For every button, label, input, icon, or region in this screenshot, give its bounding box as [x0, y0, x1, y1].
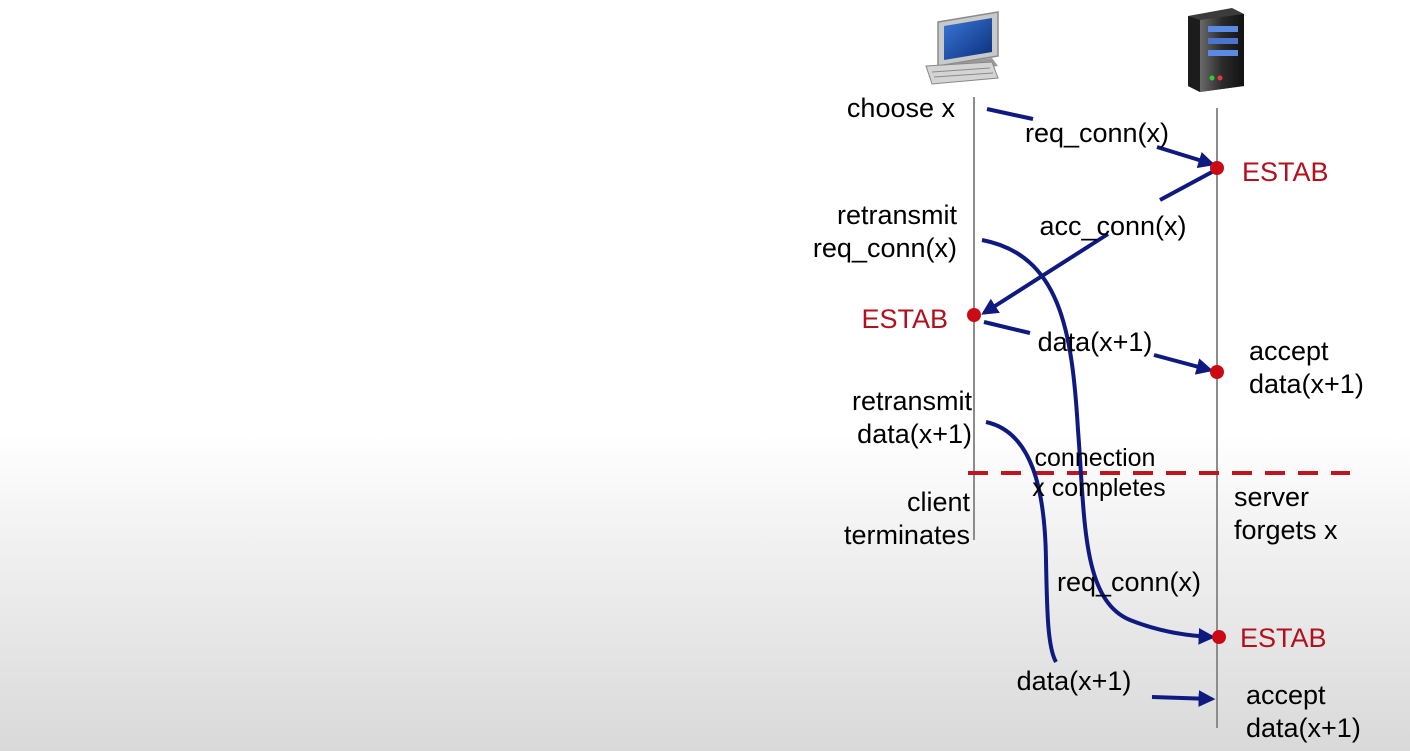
acc-conn-label: acc_conn(x) — [1039, 211, 1186, 241]
client-estab-dot — [967, 308, 981, 322]
choose-label: choose x — [847, 93, 956, 123]
server-accept-again-line1: accept — [1246, 680, 1326, 710]
connection-completes-line1: connection — [1035, 444, 1156, 472]
retransmit-req-label-line2: req_conn(x) — [813, 233, 957, 263]
server-accept-again-line2: data(x+1) — [1246, 713, 1361, 743]
retransmitted-req-conn-arrow — [981, 238, 1216, 645]
server-tower-icon — [1188, 8, 1244, 92]
server-accept-dot — [1210, 365, 1224, 379]
server-accept-line1: accept — [1249, 336, 1329, 366]
req-conn-arrow — [986, 107, 1212, 164]
acc-conn-arrow — [984, 170, 1213, 313]
client-terminates-line2: terminates — [844, 520, 970, 550]
server-forgets-line1: server — [1234, 482, 1309, 512]
req-conn-label: req_conn(x) — [1025, 118, 1169, 148]
data-arrow — [983, 320, 1210, 370]
server-accept-line2: data(x+1) — [1249, 369, 1364, 399]
connection-completes-line2: x completes — [1032, 474, 1165, 502]
server-forgets-line2: forgets x — [1234, 515, 1338, 545]
server-estab-again-label: ESTAB — [1240, 623, 1327, 653]
client-estab-label: ESTAB — [861, 304, 948, 334]
late-req-conn-label: req_conn(x) — [1057, 567, 1201, 597]
desktop-computer-icon — [925, 11, 999, 85]
server-estab-again-dot — [1212, 630, 1226, 644]
client-terminates-line1: client — [907, 487, 971, 517]
retransmit-data-label-line1: retransmit — [852, 386, 973, 416]
retransmit-data-label-line2: data(x+1) — [857, 419, 972, 449]
retransmitted-data-arrow — [985, 420, 1212, 699]
retransmit-req-label-line1: retransmit — [837, 200, 958, 230]
server-estab-dot — [1210, 161, 1224, 175]
data-label: data(x+1) — [1038, 327, 1153, 357]
server-estab-label: ESTAB — [1242, 157, 1329, 187]
late-data-label: data(x+1) — [1017, 666, 1132, 696]
